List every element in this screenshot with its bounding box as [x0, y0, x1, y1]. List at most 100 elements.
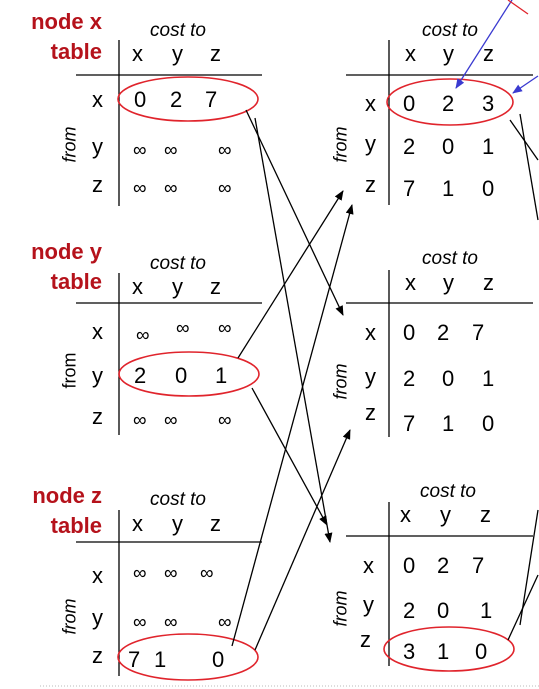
row-label-y: y	[92, 134, 103, 159]
arrow-z-to-x-table	[231, 204, 354, 647]
cell: 7	[472, 553, 485, 578]
col-x: x	[132, 511, 143, 536]
cell: ∞	[133, 612, 147, 633]
col-x: x	[400, 502, 411, 527]
cell: 2	[403, 598, 416, 623]
cell: 0	[175, 363, 188, 388]
col-x: x	[405, 270, 416, 295]
arrow-x-to-y-table	[245, 109, 344, 316]
row-label-x: x	[92, 563, 103, 588]
row-label-z: z	[365, 172, 376, 197]
row-label-y: y	[92, 605, 103, 630]
cell: ∞	[164, 563, 178, 584]
node-z-label: node z table	[32, 483, 102, 538]
cell: 0	[134, 87, 147, 112]
cost-to-header: cost to	[150, 20, 206, 41]
cell: 1	[442, 411, 455, 436]
cell: 1	[482, 366, 495, 391]
ellipse-z-updated-row	[383, 626, 515, 672]
row-label-z: z	[92, 404, 103, 429]
ellipse-x-updated-row	[386, 78, 514, 126]
row-label-y: y	[365, 364, 376, 389]
row-label-y: y	[365, 131, 376, 156]
col-z: z	[210, 41, 221, 66]
cost-to-header: cost to	[420, 481, 476, 502]
line-offpage-2	[519, 113, 539, 221]
col-x: x	[132, 41, 143, 66]
ellipse-node-z-row	[117, 633, 259, 681]
col-y: y	[440, 502, 451, 527]
cell: 1	[437, 639, 450, 664]
row-label-x: x	[92, 319, 103, 344]
cell: 2	[170, 87, 183, 112]
cell: 3	[403, 639, 416, 664]
cell: 0	[442, 366, 455, 391]
cell: ∞	[218, 178, 232, 199]
cell: ∞	[176, 318, 190, 339]
cell: 0	[403, 553, 416, 578]
cell: ∞	[164, 178, 178, 199]
cell: ∞	[133, 178, 147, 199]
cell: ∞	[218, 410, 232, 431]
cell: 0	[437, 598, 450, 623]
col-z: z	[483, 270, 494, 295]
cell: 1	[480, 598, 493, 623]
cell: ∞	[164, 410, 178, 431]
table-lines-left	[76, 40, 262, 676]
row-label-x: x	[363, 553, 374, 578]
row-label-z: z	[360, 627, 371, 652]
col-y: y	[172, 41, 183, 66]
col-x: x	[132, 274, 143, 299]
line-offpage-3	[519, 509, 539, 626]
row-label-x: x	[92, 87, 103, 112]
row-label-z: z	[365, 400, 376, 425]
row-label-x: x	[365, 320, 376, 345]
blue-arrow-to-cost-3	[512, 75, 539, 94]
row-label-z: z	[92, 172, 103, 197]
ellipse-node-y-row	[118, 351, 260, 397]
table-lines-right	[346, 40, 533, 666]
col-z: z	[483, 41, 494, 66]
cell: 2	[403, 366, 416, 391]
cell: 2	[437, 553, 450, 578]
cell: 0	[482, 411, 495, 436]
line-offpage-4	[507, 574, 539, 641]
cell: 0	[403, 91, 416, 116]
cell: ∞	[136, 325, 150, 346]
cell: 0	[482, 176, 495, 201]
col-y: y	[443, 41, 454, 66]
cell: ∞	[200, 563, 214, 584]
cell: 7	[205, 87, 218, 112]
cell: 2	[442, 91, 455, 116]
cell: 7	[403, 411, 416, 436]
cell: 7	[128, 647, 141, 672]
cost-to-header: cost to	[422, 248, 478, 269]
cell: 1	[215, 363, 228, 388]
red-line-offpage	[507, 0, 529, 15]
cell: 2	[403, 134, 416, 159]
cell: 3	[482, 91, 495, 116]
col-y: y	[172, 511, 183, 536]
cell: 7	[403, 176, 416, 201]
cell: 0	[212, 647, 225, 672]
cell: ∞	[133, 563, 147, 584]
col-z: z	[480, 502, 491, 527]
cell: 1	[442, 176, 455, 201]
row-label-x: x	[365, 91, 376, 116]
cell: 1	[482, 134, 495, 159]
col-x: x	[405, 41, 416, 66]
arrow-z-to-y-table	[254, 429, 351, 651]
row-label-z: z	[92, 643, 103, 668]
node-y-label: node y table	[31, 239, 102, 294]
cell: ∞	[218, 140, 232, 161]
arrow-y-to-x-table	[237, 190, 344, 359]
cell: 0	[442, 134, 455, 159]
cell: 0	[403, 320, 416, 345]
ellipse-node-x-row	[117, 76, 259, 122]
cell: 2	[437, 320, 450, 345]
cell: ∞	[218, 318, 232, 339]
cell: ∞	[218, 612, 232, 633]
cell: ∞	[164, 140, 178, 161]
col-y: y	[172, 274, 183, 299]
